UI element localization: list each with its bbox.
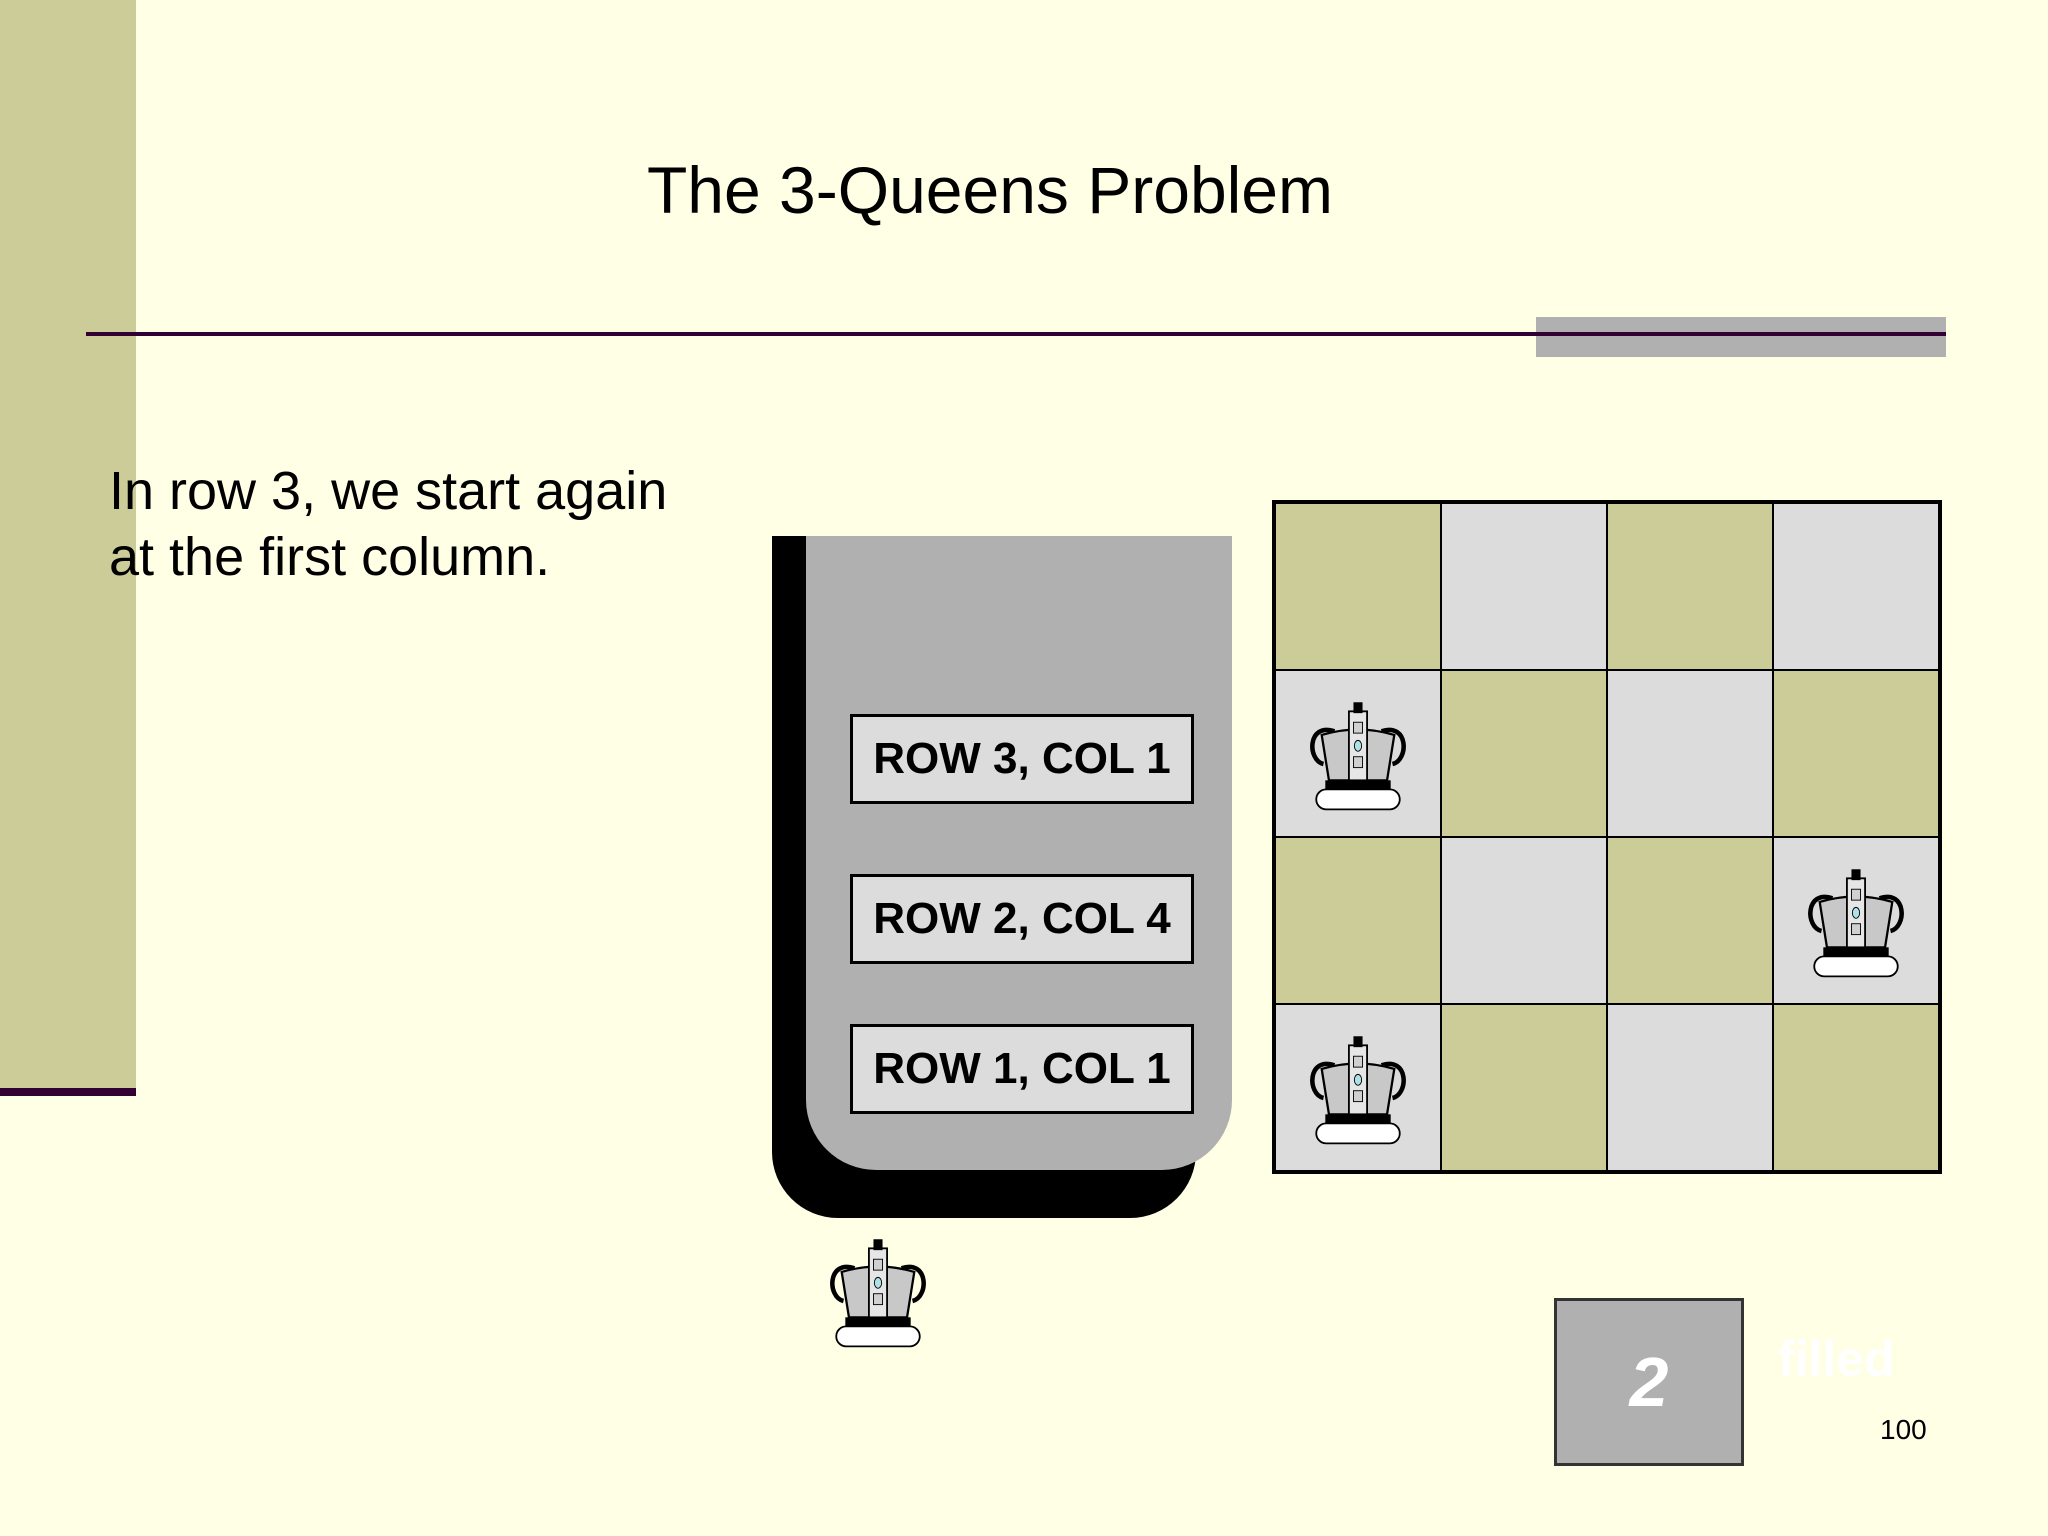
board-cell-r1-c4: [1773, 1004, 1939, 1171]
chess-board: [1272, 500, 1942, 1174]
board-cell-r1-c1: [1275, 1004, 1441, 1171]
body-line: at the first column.: [109, 527, 551, 587]
queen-icon: [1298, 1029, 1418, 1147]
board-cell-r2-c2: [1441, 837, 1607, 1004]
board-cell-r1-c3: [1607, 1004, 1773, 1171]
board-cell-r2-c1: [1275, 837, 1441, 1004]
board-cell-r3-c1: [1275, 670, 1441, 837]
stack-entry: ROW 2, COL 4: [850, 874, 1194, 964]
board-cell-r3-c3: [1607, 670, 1773, 837]
title-rule: [86, 332, 1946, 336]
board-cell-r4-c4: [1773, 503, 1939, 670]
slide-body-text: In row 3, we start again at the first co…: [109, 458, 749, 590]
slide-title: The 3-Queens Problem: [646, 153, 1333, 227]
body-line: In row 3, we start again: [109, 461, 668, 521]
stack-entry: ROW 1, COL 1: [850, 1024, 1194, 1114]
sidebar-bar: [0, 0, 136, 1088]
board-cell-r1-c2: [1441, 1004, 1607, 1171]
board-cell-r2-c3: [1607, 837, 1773, 1004]
queens-filled-count: 2: [1554, 1298, 1744, 1466]
board-cell-r4-c2: [1441, 503, 1607, 670]
board-cell-r4-c3: [1607, 503, 1773, 670]
filled-label: filled: [1778, 1331, 1895, 1387]
stack-container: ROW 3, COL 1 ROW 2, COL 4 ROW 1, COL 1: [772, 536, 1232, 1218]
title-rule-shadow: [1536, 317, 1946, 357]
board-cell-r3-c4: [1773, 670, 1939, 837]
board-cell-r3-c2: [1441, 670, 1607, 837]
page-number: 100: [1880, 1414, 1927, 1445]
board-cell-r4-c1: [1275, 503, 1441, 670]
sidebar-accent-line: [0, 1088, 136, 1096]
queen-icon: [818, 1232, 938, 1350]
stack-entry: ROW 3, COL 1: [850, 714, 1194, 804]
board-cell-r2-c4: [1773, 837, 1939, 1004]
queen-icon: [1298, 695, 1418, 813]
queen-icon: [1796, 862, 1916, 980]
